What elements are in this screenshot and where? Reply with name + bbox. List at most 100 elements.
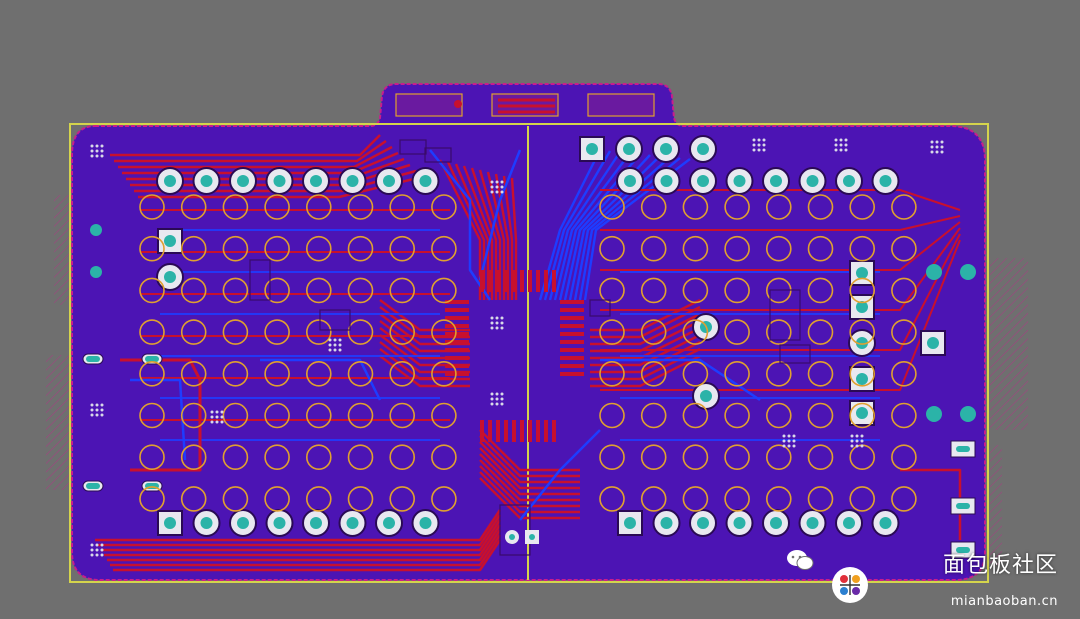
trace	[113, 539, 502, 572]
via-dot	[834, 143, 838, 147]
grid-ring	[891, 486, 917, 512]
trace	[101, 519, 502, 552]
via-dot	[100, 144, 104, 148]
grid-ring	[222, 235, 249, 262]
grid-ring	[724, 444, 750, 471]
via-dot	[100, 154, 104, 158]
grid-ring	[640, 235, 667, 262]
via-hole	[697, 175, 709, 187]
grid-ring	[264, 194, 290, 220]
ic-pad	[560, 308, 584, 312]
ic-pad	[560, 364, 584, 368]
via-hole	[697, 517, 709, 529]
ic-pad	[560, 340, 584, 344]
via-dot	[90, 149, 94, 153]
via-dot	[792, 434, 796, 438]
grid-ring	[347, 486, 374, 512]
grid-ring	[640, 360, 667, 387]
grid-ring	[807, 194, 834, 220]
via-hole	[856, 267, 868, 279]
via-dot	[792, 439, 796, 443]
via-hole	[237, 517, 249, 529]
via-dot	[220, 410, 224, 414]
grid-ring	[222, 444, 249, 471]
ic-pad	[488, 270, 492, 292]
grid-ring	[180, 402, 207, 429]
grid-ring	[180, 235, 207, 262]
slot-hole	[86, 483, 100, 489]
ic-pad	[552, 270, 556, 292]
via-dot	[100, 548, 104, 552]
via-hole	[733, 517, 746, 529]
ic-pad	[445, 340, 469, 344]
via-dot	[762, 143, 766, 147]
grid-ring	[347, 319, 374, 345]
trace	[479, 447, 580, 490]
via-dot	[495, 185, 499, 189]
slot-hole	[86, 356, 100, 362]
via-hole	[733, 175, 746, 187]
components-layer	[90, 138, 944, 557]
via-dot	[90, 543, 94, 547]
grid-ring	[389, 444, 416, 471]
via-hole	[273, 175, 286, 187]
via-hole	[926, 264, 942, 280]
via-dot	[855, 439, 859, 443]
grid-ring	[682, 319, 709, 345]
via-dot	[215, 420, 219, 424]
via-hole	[843, 175, 855, 187]
grid-ring	[347, 402, 374, 429]
grid-ring	[640, 194, 667, 220]
via-dot	[333, 343, 337, 347]
via-dot	[90, 413, 94, 417]
grid-ring	[891, 277, 917, 304]
grid-ring	[305, 402, 332, 429]
trace	[519, 429, 601, 521]
test-point-hole	[509, 534, 515, 540]
via-dot	[787, 444, 791, 448]
ic-pad	[560, 372, 584, 376]
via-dot	[490, 392, 494, 396]
grid-ring	[807, 319, 834, 345]
component-outline	[779, 344, 811, 364]
trace	[600, 227, 961, 311]
trace	[578, 157, 681, 301]
via-hole	[624, 175, 636, 187]
via-dot	[490, 180, 494, 184]
via-dot	[95, 149, 99, 153]
via-hole	[164, 175, 176, 187]
via-dot	[500, 316, 504, 320]
via-dot	[490, 190, 494, 194]
via-dot	[839, 138, 843, 142]
via-dot	[495, 316, 499, 320]
via-dot	[500, 397, 504, 401]
via-hole	[856, 301, 868, 313]
grid-ring	[305, 319, 332, 345]
via-dot	[95, 144, 99, 148]
via-hole	[806, 175, 819, 187]
grid-ring	[347, 277, 374, 304]
via-hole	[879, 175, 892, 187]
grid-ring	[222, 277, 249, 304]
grid-ring	[724, 319, 750, 345]
grid-ring	[389, 319, 416, 345]
via-dot	[787, 439, 791, 443]
watermark-url: mianbaoban.cn	[950, 594, 1058, 609]
ic-pad	[445, 356, 469, 360]
via-hole	[624, 517, 636, 529]
via-hole	[697, 143, 709, 155]
grid-ring	[431, 402, 457, 429]
grid-ring	[139, 319, 165, 345]
via-dot	[855, 444, 859, 448]
ic-pad	[445, 348, 469, 352]
via-hole	[383, 517, 395, 529]
grid-ring	[891, 444, 917, 471]
ic-pad	[560, 348, 584, 352]
grid-ring	[891, 194, 917, 220]
ic-pad	[512, 420, 516, 442]
grid-ring	[599, 360, 625, 387]
via-dot	[935, 150, 939, 154]
grid-ring	[431, 235, 457, 262]
ic-pad	[445, 324, 469, 328]
